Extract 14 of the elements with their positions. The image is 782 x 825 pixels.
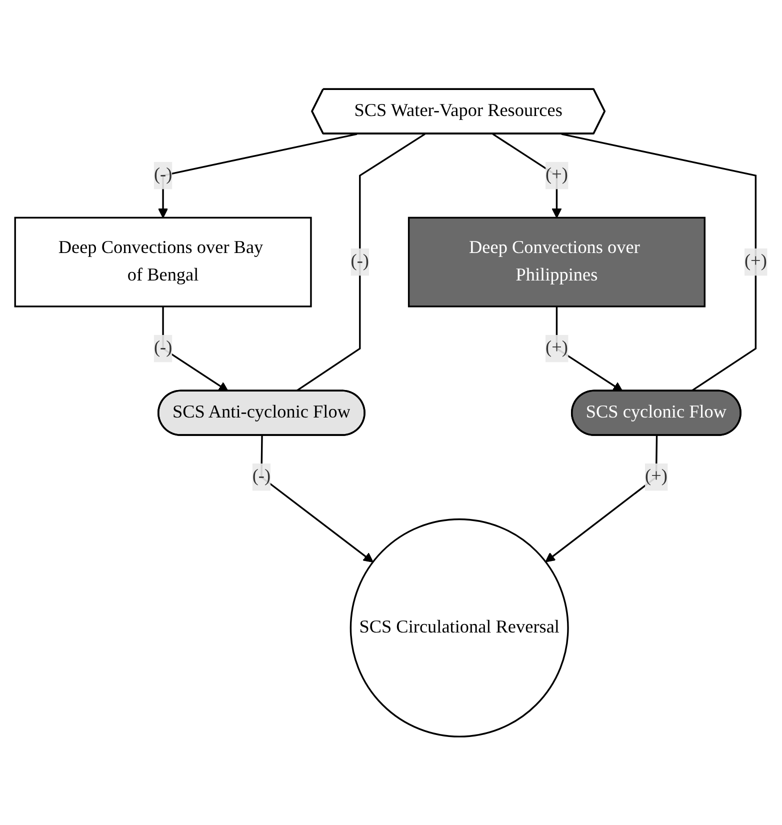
connector [296,133,426,392]
connector [561,132,757,392]
edge-label: (+) [645,466,668,486]
arrow [158,132,358,218]
edge-label: (+) [546,338,568,358]
edge-label: (+) [546,165,568,184]
node-box: Deep Convections over Philippines [408,216,706,307]
node-box: Deep Convections over Bay of Bengal [14,216,312,307]
edge-label: (-) [154,338,172,358]
edge-label: (-) [154,165,172,184]
edge-label: (+) [744,251,767,271]
edge-label: (-) [350,251,369,271]
node-circle: SCS Circulational Reversal [350,518,569,738]
edge-label: (-) [252,466,271,486]
